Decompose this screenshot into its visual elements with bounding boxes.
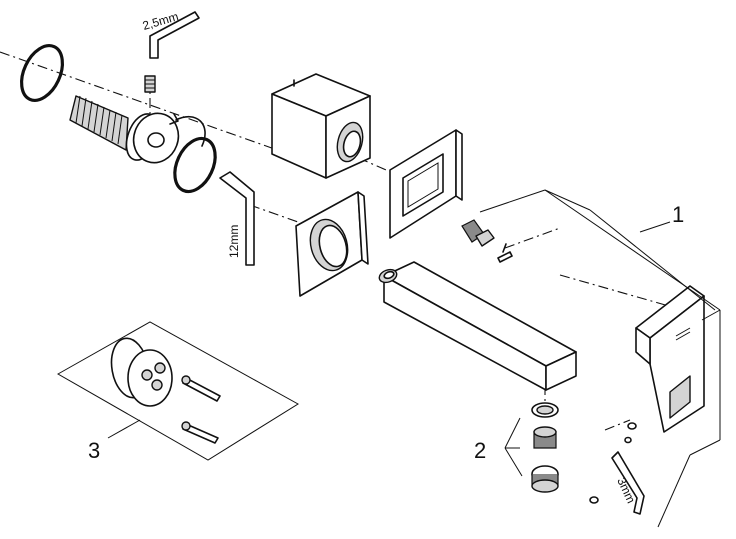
callout-two-bracket <box>504 417 523 477</box>
callout-one: 1 <box>672 202 684 227</box>
callout-one-box <box>479 189 721 528</box>
callout-two: 2 <box>474 438 486 463</box>
hex-key-large <box>219 171 255 266</box>
connector-fitting <box>461 219 513 263</box>
o-ring-left <box>19 44 65 102</box>
hex-key-large-dimension: 12mm <box>227 225 241 258</box>
square-rosette-front <box>295 191 369 297</box>
square-rosette-rear <box>389 129 463 239</box>
set-screws <box>589 422 637 504</box>
spout <box>378 261 577 391</box>
cover-plate <box>635 285 705 433</box>
grub-screw <box>144 75 156 93</box>
callout-three-leader <box>107 419 141 439</box>
installation-set <box>56 321 299 461</box>
mounting-box <box>271 73 371 179</box>
callout-three: 3 <box>88 438 100 463</box>
threaded-body <box>69 95 180 164</box>
aerator-set <box>531 402 559 493</box>
hex-key-medium <box>611 451 645 515</box>
o-ring-middle <box>173 136 217 194</box>
hex-key-small <box>149 11 200 59</box>
